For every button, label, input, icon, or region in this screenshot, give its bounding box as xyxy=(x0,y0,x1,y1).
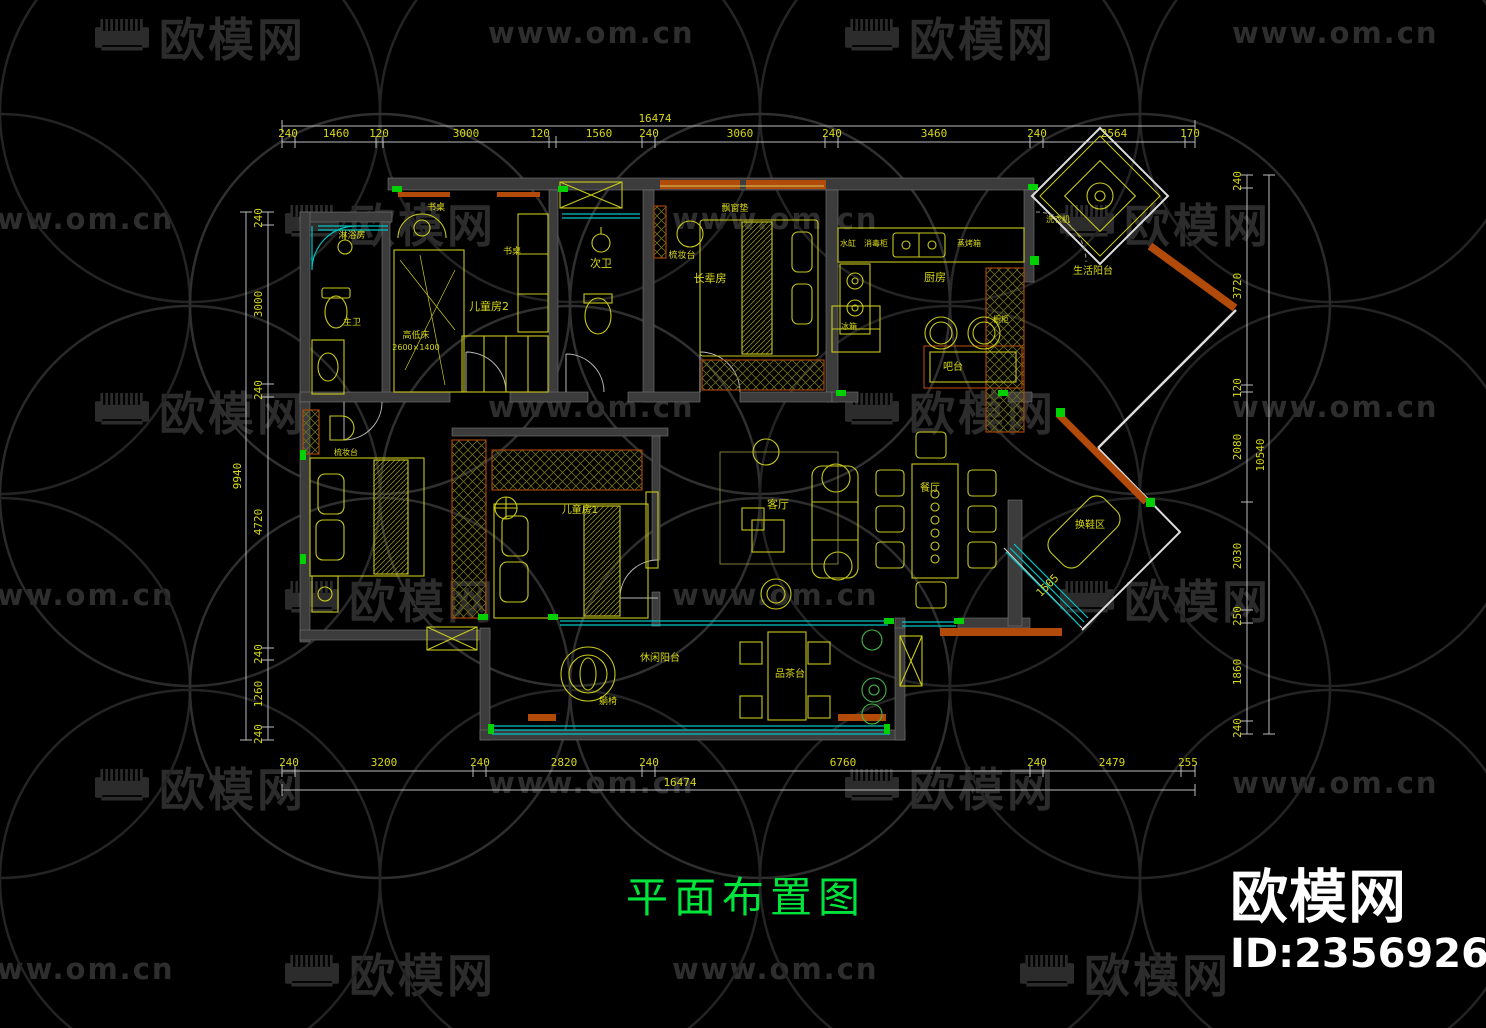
dim-left: 240 xyxy=(252,380,265,400)
dim-bottom: 255 xyxy=(1178,756,1198,769)
watermark-brand: 欧模网 xyxy=(845,4,1056,70)
dim-right: 2030 xyxy=(1231,543,1244,570)
label-bar: 吧台 xyxy=(943,360,963,373)
windows-layer xyxy=(311,213,1089,735)
dim-top: 240 xyxy=(1027,127,1047,140)
label-water-tank: 水缸 xyxy=(840,238,856,248)
dim-bottom-total: 16474 xyxy=(663,776,696,789)
watermark-site: www.om.cn xyxy=(672,578,879,612)
dim-left: 240 xyxy=(252,724,265,744)
watermark-brand: 欧模网 xyxy=(285,940,496,1006)
dim-top: 240 xyxy=(639,127,659,140)
watermark-brand: 欧模网 xyxy=(1060,566,1271,632)
label-desk-nook: 书桌 xyxy=(427,201,445,213)
dim-bottom: 2820 xyxy=(551,756,578,769)
label-elder-room: 长辈房 xyxy=(694,271,727,285)
dim-left: 1260 xyxy=(252,681,265,708)
diagonal-walls xyxy=(1003,126,1238,631)
dim-left-total: 9940 xyxy=(231,463,244,490)
dimension-lines xyxy=(240,120,1275,796)
label-sterilizer: 消毒柜 xyxy=(864,238,888,248)
label-tea-table: 品茶台 xyxy=(775,667,805,680)
dim-top: 2564 xyxy=(1101,127,1128,140)
dim-left: 3000 xyxy=(252,291,265,318)
dim-top: 240 xyxy=(822,127,842,140)
watermark-brand: 欧模网 xyxy=(95,378,306,444)
watermark-site: www.om.cn xyxy=(1232,16,1439,50)
dim-right: 1860 xyxy=(1231,659,1244,686)
dim-top: 120 xyxy=(530,127,550,140)
dim-bottom: 6760 xyxy=(830,756,857,769)
label-cabinet: 橱柜 xyxy=(993,314,1009,324)
dim-top-total: 16474 xyxy=(638,112,671,125)
watermark-site: www.om.cn xyxy=(0,202,175,236)
dim-right: 3720 xyxy=(1231,273,1244,300)
label-kids-room-2: 儿童房2 xyxy=(469,299,509,313)
label-leisure-balcony: 休闲阳台 xyxy=(640,651,680,664)
dim-bottom: 240 xyxy=(470,756,490,769)
model-id: ID:2356926 xyxy=(1230,931,1486,977)
room-labels: 淋浴房 主卫 书桌 书桌 儿童房2 高低床 2600×1400 次卫 梳妆台 飘… xyxy=(334,201,1113,707)
label-service-balcony: 生活阳台 xyxy=(1073,264,1113,277)
label-dresser-elder: 梳妆台 xyxy=(668,249,695,261)
furniture-layer xyxy=(302,159,1137,725)
watermark-site: www.om.cn xyxy=(488,16,695,50)
dim-bottom: 240 xyxy=(1027,756,1047,769)
label-fridge: 冰箱 xyxy=(841,321,857,331)
dim-right: 120 xyxy=(1231,378,1244,398)
dim-top: 1560 xyxy=(586,127,613,140)
dim-bottom: 3200 xyxy=(371,756,398,769)
label-shoe-area: 换鞋区 xyxy=(1075,518,1105,531)
watermark-site: www.om.cn xyxy=(1232,766,1439,800)
watermark-site: www.om.cn xyxy=(672,202,879,236)
label-washer: 洗衣机 xyxy=(1046,214,1070,224)
dim-right-total: 10540 xyxy=(1254,438,1267,471)
brand-logo-text: 欧模网 xyxy=(1230,863,1408,931)
dimension-labels: 16474 240 1460 120 3000 120 1560 240 306… xyxy=(231,112,1267,789)
watermark-brand: 欧模网 xyxy=(95,4,306,70)
dim-right: 240 xyxy=(1231,718,1244,738)
label-bunk-bed: 高低床 xyxy=(402,329,429,341)
label-shower: 淋浴房 xyxy=(338,229,365,241)
dim-top: 170 xyxy=(1180,127,1200,140)
label-dresser-master: 梳妆台 xyxy=(334,447,358,457)
dim-left: 240 xyxy=(252,644,265,664)
label-dining-room: 餐厅 xyxy=(920,481,940,494)
dim-top: 120 xyxy=(369,127,389,140)
dim-right: 2080 xyxy=(1231,434,1244,461)
label-bay-cushion: 飘窗垫 xyxy=(721,202,748,214)
label-master-bath: 主卫 xyxy=(343,316,361,328)
label-steam-oven: 蒸烤箱 xyxy=(957,238,981,248)
dim-top: 1460 xyxy=(323,127,350,140)
dim-bottom: 240 xyxy=(639,756,659,769)
dim-bottom: 2479 xyxy=(1099,756,1126,769)
label-lounge-chair: 躺椅 xyxy=(599,695,617,707)
label-bunk-bed-size: 2600×1400 xyxy=(392,343,439,352)
accents-layer xyxy=(300,184,1155,734)
label-kitchen: 厨房 xyxy=(924,271,946,284)
dim-top: 3460 xyxy=(921,127,948,140)
dim-right: 240 xyxy=(1231,171,1244,191)
sills-layer xyxy=(398,180,1062,721)
site-branding: 欧模网 ID:2356926 xyxy=(1230,868,1486,974)
dim-top: 240 xyxy=(278,127,298,140)
dim-left: 240 xyxy=(252,208,265,228)
dim-top: 3060 xyxy=(727,127,754,140)
label-living-room: 客厅 xyxy=(767,497,789,511)
dim-right: 250 xyxy=(1231,606,1244,626)
watermark-site: www.om.cn xyxy=(1232,390,1439,424)
dim-top: 3000 xyxy=(453,127,480,140)
watermark-brand: 欧模网 xyxy=(95,754,306,820)
label-kids-room-1: 儿童房1 xyxy=(562,503,598,516)
dim-left: 4720 xyxy=(252,509,265,536)
label-second-bath: 次卫 xyxy=(590,256,612,270)
watermark-site: www.om.cn xyxy=(672,952,879,986)
label-desk: 书桌 xyxy=(503,245,521,257)
drawing-title: 平面布置图 xyxy=(626,873,867,922)
dim-bottom: 240 xyxy=(279,756,299,769)
